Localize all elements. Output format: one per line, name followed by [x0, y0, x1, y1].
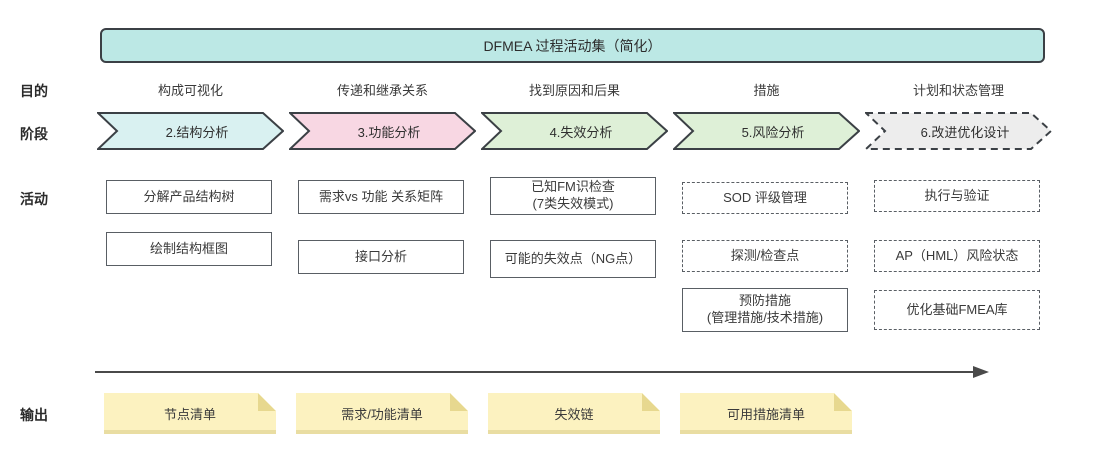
activity-label: 优化基础FMEA库 — [906, 301, 1008, 317]
activity-box: 已知FM识检查 (7类失效模式) — [490, 177, 656, 215]
activity-label: 需求vs 功能 关系矩阵 — [318, 188, 444, 204]
output-label: 节点清单 — [163, 407, 216, 422]
arrowhead-icon — [973, 366, 989, 378]
column-function-analysis: 传递和继承关系 3.功能分析 需求vs 功能 关系矩阵 接口分析 需求/功能清单 — [289, 0, 476, 469]
activity-label: 执行与验证 — [924, 187, 990, 203]
output-note: 需求/功能清单 — [296, 393, 468, 434]
activity-label: SOD 评级管理 — [723, 189, 807, 205]
activity-box: 可能的失效点（NG点） — [490, 240, 656, 278]
output-label: 可用措施清单 — [726, 407, 805, 422]
phase-chevron-optimization: 6.改进优化设计 — [865, 112, 1052, 150]
activity-box: 预防措施 (管理措施/技术措施) — [682, 288, 848, 332]
row-label-purpose: 目的 — [20, 83, 48, 99]
activity-box: AP（HML）风险状态 — [874, 240, 1040, 272]
activity-label: 预防措施 — [738, 293, 791, 309]
output-note: 节点清单 — [104, 393, 276, 434]
activity-box: SOD 评级管理 — [682, 182, 848, 214]
column-failure-analysis: 找到原因和后果 4.失效分析 已知FM识检查 (7类失效模式) 可能的失效点（N… — [481, 0, 668, 469]
chevron-arrow-shape-dashed — [865, 112, 1052, 150]
column-risk-analysis: 措施 5.风险分析 SOD 评级管理 探测/检查点 预防措施 (管理措施/技术措… — [673, 0, 860, 469]
chevron-arrow-shape — [289, 112, 476, 150]
folded-corner-icon — [450, 393, 468, 411]
chevron-arrow-shape — [97, 112, 284, 150]
activity-box: 优化基础FMEA库 — [874, 290, 1040, 330]
phase-chevron-risk: 5.风险分析 — [673, 112, 860, 150]
column-structure-analysis: 构成可视化 2.结构分析 分解产品结构树 绘制结构框图 节点清单 — [97, 0, 284, 469]
row-label-activity: 活动 — [20, 191, 48, 207]
folded-corner-icon — [642, 393, 660, 411]
output-note: 失效链 — [488, 393, 660, 434]
purpose-label: 传递和继承关系 — [336, 83, 428, 98]
activity-box: 探测/检查点 — [682, 240, 848, 272]
diagram-title: DFMEA 过程活动集（简化） — [483, 37, 662, 54]
flow-arrow — [95, 366, 989, 378]
phase-label: 6.改进优化设计 — [920, 124, 1010, 140]
activity-label: 分解产品结构树 — [143, 188, 235, 204]
row-label-output: 输出 — [20, 407, 48, 423]
chevron-arrow-shape — [481, 112, 668, 150]
activity-box: 接口分析 — [298, 240, 464, 274]
column-optimization: 计划和状态管理 6.改进优化设计 执行与验证 AP（HML）风险状态 优化基础F… — [865, 0, 1052, 469]
activity-label: 探测/检查点 — [730, 247, 800, 263]
activity-label: 绘制结构框图 — [149, 240, 228, 256]
activity-label: 已知FM识检查 — [531, 179, 615, 195]
diagram-title-banner: DFMEA 过程活动集（简化） — [100, 28, 1045, 63]
output-label: 失效链 — [554, 407, 594, 422]
activity-label: AP（HML）风险状态 — [895, 247, 1019, 263]
folded-corner-icon — [258, 393, 276, 411]
phase-label: 4.失效分析 — [549, 124, 613, 140]
chevron-arrow-shape — [673, 112, 860, 150]
purpose-label: 措施 — [753, 83, 780, 98]
activity-box: 分解产品结构树 — [106, 180, 272, 214]
phase-label: 2.结构分析 — [165, 124, 229, 140]
activity-box: 绘制结构框图 — [106, 232, 272, 266]
activity-box: 需求vs 功能 关系矩阵 — [298, 180, 464, 214]
output-note: 可用措施清单 — [680, 393, 852, 434]
activity-label: (管理措施/技术措施) — [706, 310, 824, 325]
phase-label: 5.风险分析 — [741, 124, 805, 140]
activity-label: 可能的失效点（NG点） — [504, 250, 642, 266]
phase-chevron-structure: 2.结构分析 — [97, 112, 284, 150]
output-label: 需求/功能清单 — [341, 407, 423, 422]
phase-label: 3.功能分析 — [357, 124, 421, 140]
phase-chevron-function: 3.功能分析 — [289, 112, 476, 150]
phase-chevron-failure: 4.失效分析 — [481, 112, 668, 150]
row-label-phase: 阶段 — [20, 126, 48, 142]
folded-corner-icon — [834, 393, 852, 411]
activity-label: (7类失效模式) — [532, 196, 614, 211]
purpose-label: 计划和状态管理 — [912, 83, 1004, 98]
purpose-label: 找到原因和后果 — [528, 83, 620, 98]
activity-label: 接口分析 — [354, 248, 407, 264]
activity-box: 执行与验证 — [874, 180, 1040, 212]
purpose-label: 构成可视化 — [157, 83, 223, 98]
